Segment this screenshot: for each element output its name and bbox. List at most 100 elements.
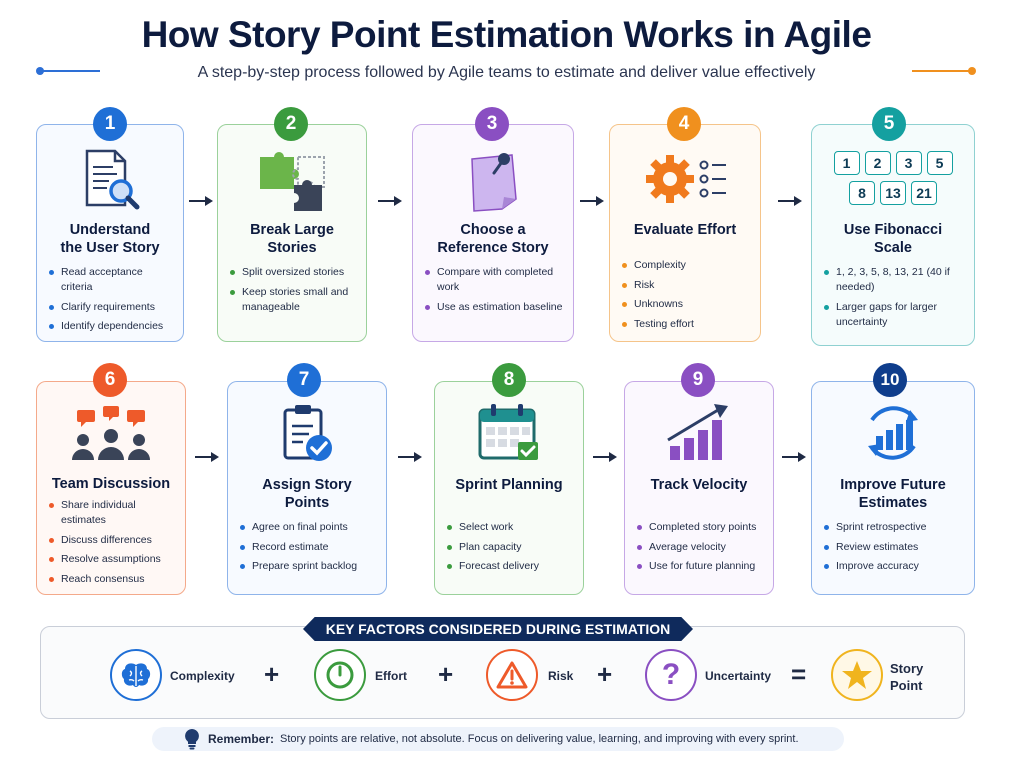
step-title: Assign Story Points xyxy=(234,476,380,512)
step-title-line: Improve Future xyxy=(840,477,946,493)
step-badge-8: 8 xyxy=(492,363,526,397)
improvement-cycle-icon xyxy=(812,400,974,466)
remember-note: Remember: Story points are relative, not… xyxy=(152,727,844,751)
bullet-item: Completed story points xyxy=(635,520,767,535)
bullet-item: Plan capacity xyxy=(445,540,577,555)
step-title-line: Reference Story xyxy=(437,240,549,256)
step-card-10: Improve Future Estimates Sprint retrospe… xyxy=(811,381,975,595)
fibonacci-tile: 13 xyxy=(880,181,906,205)
step-bullets: Sprint retrospective Review estimates Im… xyxy=(822,520,968,579)
arrow-right-icon xyxy=(189,196,213,206)
bullet-item: Complexity xyxy=(620,258,754,273)
fibonacci-row: 1 2 3 5 xyxy=(812,151,974,175)
step-title-line: Assign Story xyxy=(262,477,352,493)
factor-label: Complexity xyxy=(170,669,235,683)
uncertainty-factor-circle: ? xyxy=(645,649,697,701)
arrow-right-icon xyxy=(378,196,402,206)
step-title: Choose a Reference Story xyxy=(419,221,567,257)
step-title: Sprint Planning xyxy=(441,476,577,494)
fibonacci-row: 8 13 21 xyxy=(812,181,974,205)
step-card-8: Sprint Planning Select work Plan capacit… xyxy=(434,381,584,595)
step-badge-4: 4 xyxy=(667,107,701,141)
remember-text: Story points are relative, not absolute.… xyxy=(280,733,799,745)
step-bullets: Completed story points Average velocity … xyxy=(635,520,767,579)
step-title-line: Sprint Planning xyxy=(455,477,563,493)
step-title-line: the User Story xyxy=(60,240,160,256)
puzzle-icon xyxy=(218,149,366,213)
step-card-3: Choose a Reference Story Compare with co… xyxy=(412,124,574,342)
factor-label: Effort xyxy=(375,669,407,683)
team-chat-icon xyxy=(37,404,185,464)
star-icon xyxy=(842,661,872,689)
arrow-right-icon xyxy=(782,452,806,462)
bullet-item: Review estimates xyxy=(822,540,968,555)
question-icon: ? xyxy=(661,658,681,691)
step-title-line: Understand xyxy=(69,222,151,238)
step-title-line: Stories xyxy=(267,240,317,256)
step-badge-1: 1 xyxy=(93,107,127,141)
remember-label: Remember: xyxy=(208,732,275,746)
bullet-item: Share individual estimates xyxy=(47,498,179,528)
gear-checklist-icon xyxy=(610,151,760,207)
warning-icon xyxy=(496,661,528,689)
step-title: Use Fibonacci Scale xyxy=(818,221,968,257)
plus-operator: + xyxy=(597,659,613,689)
pinned-note-icon xyxy=(413,147,573,213)
step-title: Improve Future Estimates xyxy=(818,476,968,512)
key-factors-banner: KEY FACTORS CONSIDERED DURING ESTIMATION xyxy=(303,617,693,641)
bullet-item: Reach consensus xyxy=(47,572,179,587)
step-badge-3: 3 xyxy=(475,107,509,141)
fibonacci-tile: 5 xyxy=(926,151,953,175)
step-title: Evaluate Effort xyxy=(616,221,754,239)
step-title-line: Track Velocity xyxy=(650,477,748,493)
step-card-5: 1 2 3 5 8 13 21 Use Fibonacci Scale 1, 2… xyxy=(811,124,975,346)
step-card-2: Break Large Stories Split oversized stor… xyxy=(217,124,367,342)
step-badge-6: 6 xyxy=(93,363,127,397)
result-label-line: Story xyxy=(890,661,924,676)
equals-operator: = xyxy=(791,659,807,689)
step-bullets: Share individual estimates Discuss diffe… xyxy=(47,498,179,591)
header-divider-left xyxy=(36,67,100,75)
bullet-item: Risk xyxy=(620,278,754,293)
header-divider-right xyxy=(912,67,976,75)
plus-operator: + xyxy=(264,659,280,689)
step-title-line: Use Fibonacci xyxy=(843,222,943,238)
step-bullets: Select work Plan capacity Forecast deliv… xyxy=(445,520,577,579)
bullet-item: Keep stories small and manageable xyxy=(228,285,360,315)
result-label-line: Point xyxy=(890,678,923,693)
arrow-right-icon xyxy=(593,452,617,462)
document-search-icon xyxy=(37,147,183,211)
step-title-line: Points xyxy=(284,495,330,511)
fibonacci-tile: 2 xyxy=(864,151,891,175)
step-title-line: Choose a xyxy=(460,222,526,238)
step-card-9: Track Velocity Completed story points Av… xyxy=(624,381,774,595)
bullet-item: Unknowns xyxy=(620,297,754,312)
complexity-factor-circle xyxy=(110,649,162,701)
velocity-chart-icon xyxy=(625,402,773,466)
fibonacci-tile: 1 xyxy=(833,151,860,175)
bullet-item: Record estimate xyxy=(238,540,380,555)
bullet-item: Resolve assumptions xyxy=(47,552,179,567)
factor-label: Uncertainty xyxy=(705,669,772,683)
arrow-right-icon xyxy=(195,452,219,462)
step-badge-9: 9 xyxy=(681,363,715,397)
bullet-item: Larger gaps for larger uncertainty xyxy=(822,300,960,330)
arrow-right-icon xyxy=(398,452,422,462)
step-card-6: Team Discussion Share individual estimat… xyxy=(36,381,186,595)
step-bullets: Agree on final points Record estimate Pr… xyxy=(238,520,380,579)
step-title: Understand the User Story xyxy=(43,221,177,257)
step-bullets: 1, 2, 3, 5, 8, 13, 21 (40 if needed) Lar… xyxy=(822,265,960,334)
fibonacci-tile: 21 xyxy=(911,181,937,205)
step-card-1: Understand the User Story Read acceptanc… xyxy=(36,124,184,342)
bullet-item: Clarify requirements xyxy=(47,300,177,315)
bullet-item: Prepare sprint backlog xyxy=(238,559,380,574)
bullet-item: Improve accuracy xyxy=(822,559,968,574)
step-title-line: Team Discussion xyxy=(51,476,171,492)
step-card-7: Assign Story Points Agree on final point… xyxy=(227,381,387,595)
bullet-item: Average velocity xyxy=(635,540,767,555)
page-subtitle: A step-by-step process followed by Agile… xyxy=(197,64,816,81)
step-badge-7: 7 xyxy=(287,363,321,397)
bullet-item: Read acceptance criteria xyxy=(47,265,177,295)
step-title: Team Discussion xyxy=(43,475,179,493)
step-bullets: Split oversized stories Keep stories sma… xyxy=(228,265,360,319)
